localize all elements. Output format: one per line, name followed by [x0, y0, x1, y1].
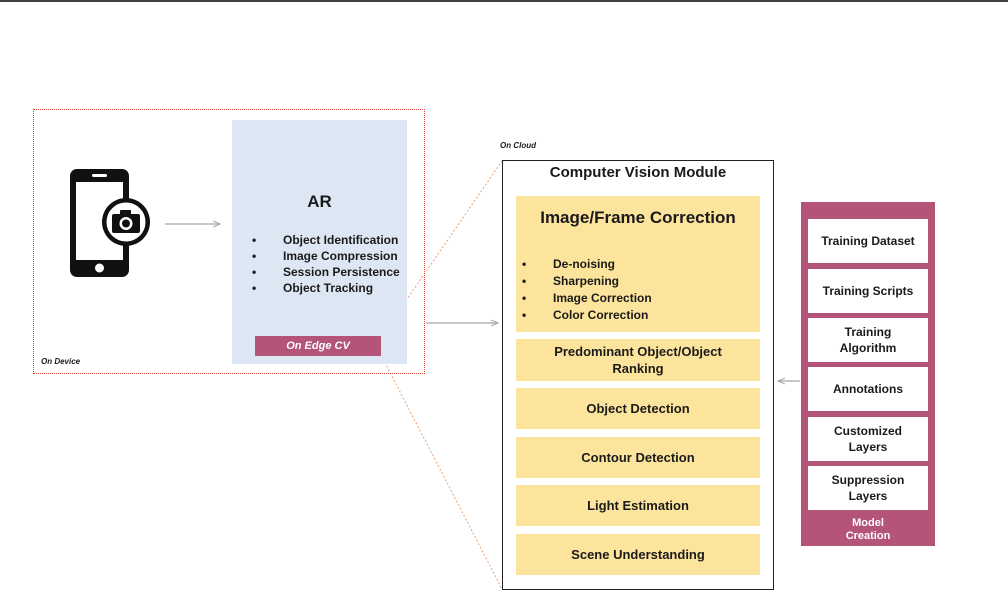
- image-correction-item: Color Correction: [522, 307, 652, 324]
- step-label: Object Detection: [586, 401, 690, 416]
- zoom-line-bottom: [380, 354, 503, 590]
- model-item-label: Annotations: [833, 382, 903, 396]
- model-item-training-dataset: Training Dataset: [808, 219, 928, 263]
- image-correction-list: De-noising Sharpening Image Correction C…: [522, 256, 652, 324]
- ar-title: AR: [307, 192, 332, 211]
- top-rule: [0, 0, 1008, 2]
- step-label: Contour Detection: [581, 450, 695, 465]
- ar-feature-item: Image Compression: [252, 248, 412, 264]
- image-correction-item: De-noising: [522, 256, 652, 273]
- step-label: Light Estimation: [587, 498, 689, 513]
- model-item-label: Training Algorithm: [839, 325, 897, 355]
- device-label: On Device: [41, 357, 81, 366]
- model-item-annotations: Annotations: [808, 367, 928, 411]
- image-correction-item: Image Correction: [522, 290, 652, 307]
- image-correction-title: Image/Frame Correction: [540, 208, 736, 227]
- ar-feature-item: Object Identification: [252, 232, 412, 248]
- model-item-label: Suppression Layers: [831, 473, 905, 503]
- model-item-training-algorithm: Training Algorithm: [808, 318, 928, 362]
- ar-feature-list: Object Identification Image Compression …: [252, 232, 412, 296]
- smartphone-camera-icon: [70, 169, 150, 277]
- model-creation-label: Model Creation: [801, 517, 935, 543]
- model-item-customized-layers: Customized Layers: [808, 417, 928, 461]
- step-object-detection: Object Detection: [516, 388, 760, 429]
- cloud-label: On Cloud: [500, 141, 536, 150]
- step-light-estimation: Light Estimation: [516, 485, 760, 526]
- model-label-line: Model: [852, 517, 884, 529]
- model-item-label: Training Scripts: [822, 284, 914, 298]
- step-scene-understanding: Scene Understanding: [516, 534, 760, 575]
- model-item-suppression-layers: Suppression Layers: [808, 466, 928, 510]
- step-contour-detection: Contour Detection: [516, 437, 760, 478]
- ar-feature-item: Session Persistence: [252, 264, 412, 280]
- ar-feature-item: Object Tracking: [252, 280, 412, 296]
- step-label: Predominant Object/Object Ranking: [554, 344, 722, 376]
- model-item-label: Training Dataset: [821, 234, 915, 248]
- model-label-line: Creation: [845, 530, 891, 542]
- device-frame: [33, 109, 425, 374]
- edge-cv-badge: On Edge CV: [255, 336, 381, 356]
- model-item-label: Customized Layers: [833, 424, 902, 454]
- image-correction-item: Sharpening: [522, 273, 652, 290]
- cv-module-title: Computer Vision Module: [549, 164, 727, 181]
- step-predominant-object: Predominant Object/Object Ranking: [516, 339, 760, 381]
- model-item-training-scripts: Training Scripts: [808, 269, 928, 313]
- step-label: Scene Understanding: [571, 547, 705, 562]
